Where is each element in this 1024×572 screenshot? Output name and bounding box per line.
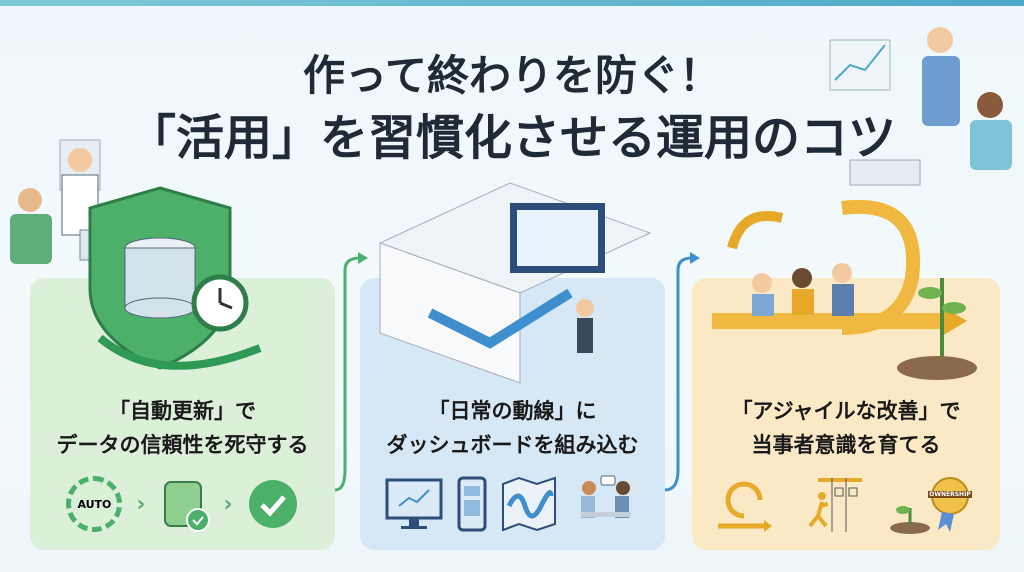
panel-3-caption: 「アジャイルな改善」で 当事者意識を育てる (692, 394, 1000, 462)
database-check-icon (163, 481, 210, 532)
caption-line-2: ダッシュボードを組み込む (386, 433, 639, 457)
caption-line-1: 「日常の動線」に (428, 399, 597, 423)
auto-refresh-icon: AUTO (66, 476, 123, 532)
cycle-arrow-icon (718, 481, 772, 532)
panel-auto-update: 「自動更新」で データの信頼性を死守する AUTO › › (30, 186, 335, 550)
panel-2-icons (360, 474, 665, 534)
ownership-badge-icon: OWNERSHIP (888, 474, 978, 534)
monitor-icon (385, 478, 442, 529)
caption-line-1: 「アジャイルな改善」で (731, 399, 961, 423)
ownership-label: OWNERSHIP (928, 491, 972, 498)
panel-1-icons: AUTO › › (30, 474, 335, 534)
panel-2-caption: 「日常の動線」に ダッシュボードを組み込む (360, 394, 665, 462)
check-circle-icon (248, 480, 297, 528)
smartphone-icon (457, 476, 486, 532)
meeting-icon (580, 475, 631, 518)
caption-line-2: データの信頼性を死守する (56, 433, 309, 457)
chevron-right-icon: › (223, 491, 233, 517)
shield-database-clock-icon (88, 186, 262, 370)
office-dashboard-illustration (378, 182, 652, 384)
title-line-1: 作って終わりを防ぐ！ (303, 51, 721, 100)
panel-agile-improvement: 「アジャイルな改善」で 当事者意識を育てる OWNERSHIP (692, 199, 1000, 550)
chevron-right-icon: › (136, 491, 146, 517)
team-cycle-illustration (712, 199, 977, 380)
title-line-2: 「活用」を習慣化させる運用のコツ (127, 110, 896, 166)
panel-1-caption: 「自動更新」で データの信頼性を死守する (30, 394, 335, 462)
caption-line-2: 当事者意識を育てる (751, 433, 941, 457)
kanban-runner-icon (808, 478, 862, 532)
connector-arrow-1 (334, 252, 368, 492)
team-illustration (829, 27, 1012, 186)
top-accent-bar (0, 0, 1024, 6)
connector-arrow-2 (664, 252, 700, 492)
panel-3-icons: OWNERSHIP (692, 474, 1000, 534)
panel-daily-flow: 「日常の動線」に ダッシュボードを組み込む (360, 182, 665, 550)
caption-line-1: 「自動更新」で (109, 399, 256, 423)
map-route-icon (501, 476, 556, 532)
